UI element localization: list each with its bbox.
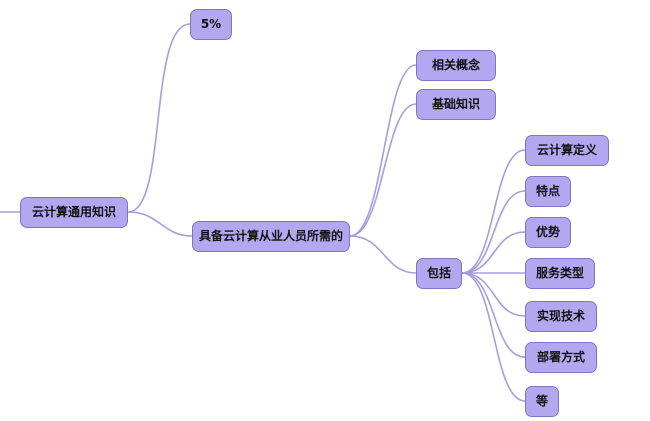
- node-includes[interactable]: 包括: [416, 258, 462, 289]
- node-percent[interactable]: 5%: [190, 9, 232, 40]
- link-includes-advantages: [461, 231, 526, 274]
- link-includes-definition: [461, 149, 526, 274]
- link-includes-deployment: [461, 272, 526, 358]
- link-requirement-includes: [349, 235, 417, 274]
- node-root[interactable]: 云计算通用知识: [20, 197, 128, 228]
- link-includes-etc: [461, 272, 526, 402]
- link-root-percent: [127, 23, 191, 213]
- node-definition[interactable]: 云计算定义: [525, 135, 609, 166]
- link-includes-implementation: [461, 272, 526, 317]
- link-requirement-basics: [349, 103, 417, 237]
- node-requirement[interactable]: 具备云计算从业人员所需的: [192, 221, 350, 252]
- link-requirement-concepts: [349, 64, 417, 237]
- link-root-requirement: [127, 211, 193, 237]
- node-concepts[interactable]: 相关概念: [416, 50, 496, 81]
- node-basics[interactable]: 基础知识: [416, 89, 496, 120]
- node-deployment[interactable]: 部署方式: [525, 342, 597, 373]
- node-advantages[interactable]: 优势: [525, 217, 571, 248]
- node-etc[interactable]: 等: [525, 386, 559, 417]
- node-implementation[interactable]: 实现技术: [525, 301, 597, 332]
- node-features[interactable]: 特点: [525, 176, 571, 207]
- node-service-types[interactable]: 服务类型: [525, 258, 595, 289]
- link-includes-features: [461, 190, 526, 274]
